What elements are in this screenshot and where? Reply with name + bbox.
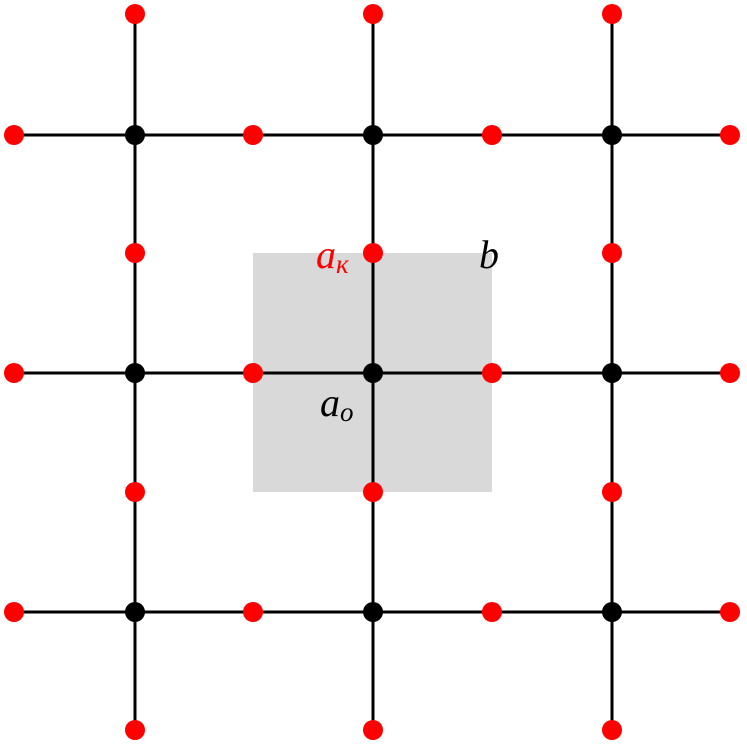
edge-site-dot <box>602 482 622 502</box>
vertex-site-dot <box>602 602 622 622</box>
edge-site-dot <box>4 125 24 145</box>
edge-site-dot <box>720 602 740 622</box>
edge-site-dot <box>4 363 24 383</box>
edge-site-dot <box>482 363 502 383</box>
label-a-o: ao <box>320 380 354 427</box>
vertex-site-dot <box>363 602 383 622</box>
edge-site-dot <box>482 125 502 145</box>
label-a-o-sub: o <box>340 397 354 427</box>
vertex-sites <box>125 125 622 622</box>
vertex-site-dot <box>602 125 622 145</box>
edge-site-dot <box>720 363 740 383</box>
vertex-site-dot <box>125 125 145 145</box>
label-a-o-base: a <box>320 380 340 425</box>
edge-site-dot <box>482 602 502 622</box>
vertex-site-dot <box>125 602 145 622</box>
edge-site-dot <box>720 125 740 145</box>
edge-site-dot <box>363 4 383 24</box>
edge-site-dot <box>243 125 263 145</box>
label-a-k-base: a <box>316 232 336 277</box>
label-b: b <box>479 232 499 277</box>
edge-site-dot <box>243 363 263 383</box>
edge-site-dot <box>363 243 383 263</box>
edge-site-dot <box>125 482 145 502</box>
edge-site-dot <box>125 4 145 24</box>
edge-site-dot <box>363 720 383 740</box>
vertex-site-dot <box>363 125 383 145</box>
vertex-site-dot <box>602 363 622 383</box>
edge-site-dot <box>602 4 622 24</box>
edge-site-dot <box>125 720 145 740</box>
edge-site-dot <box>602 720 622 740</box>
edge-site-dot <box>4 602 24 622</box>
edge-site-dot <box>125 243 145 263</box>
edge-site-dot <box>602 243 622 263</box>
label-a-k: aк <box>316 232 349 279</box>
edge-site-dot <box>363 482 383 502</box>
vertex-site-dot <box>363 363 383 383</box>
label-a-k-sub: к <box>336 249 349 279</box>
vertex-site-dot <box>125 363 145 383</box>
edge-sites <box>4 4 740 740</box>
edge-site-dot <box>243 602 263 622</box>
